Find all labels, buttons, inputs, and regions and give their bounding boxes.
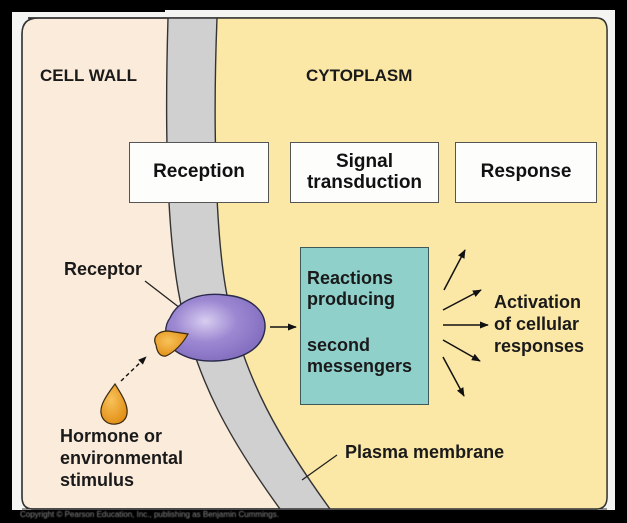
- activation-text-3: responses: [494, 336, 585, 356]
- signal-transduction-label-2: transduction: [306, 171, 423, 193]
- free-hormone: [100, 382, 128, 425]
- reception-label: Reception: [153, 161, 245, 183]
- second-messenger-box: [300, 247, 429, 405]
- cell-wall-title: CELL WALL: [40, 66, 137, 85]
- bound-hormone: [154, 330, 189, 357]
- activation-text-1: Activation: [494, 292, 582, 312]
- reactions-text-1: Reactions: [307, 268, 394, 288]
- reactions-text-4: messengers: [307, 356, 413, 376]
- response-arrow-1: [443, 249, 466, 291]
- plasma-membrane-label: Plasma membrane: [345, 442, 505, 462]
- receptor-protein: [164, 293, 266, 362]
- stage-box-reception: Reception: [129, 142, 269, 203]
- receptor-label: Receptor: [64, 259, 143, 279]
- response-label: Response: [480, 161, 572, 183]
- reactions-text-2: producing: [307, 289, 395, 309]
- hormone-text-3: stimulus: [60, 470, 135, 490]
- activation-text-2: of cellular: [494, 314, 580, 334]
- response-arrow-4: [442, 339, 481, 362]
- hormone-binding-arrow: [120, 356, 147, 382]
- signal-transduction-label-1: Signal: [335, 150, 393, 172]
- cytoplasm-title: CYTOPLASM: [306, 66, 413, 85]
- stage-box-response: Response: [455, 142, 597, 203]
- stage-box-signal-transduction: Signal transduction: [290, 142, 439, 203]
- response-arrow-5: [442, 356, 465, 397]
- hormone-text-1: Hormone or: [60, 426, 163, 446]
- reactions-text-3: second: [307, 335, 371, 355]
- response-arrow-2: [442, 289, 482, 311]
- plasma-membrane-callout-line: [301, 454, 338, 481]
- hormone-text-2: environmental: [60, 448, 184, 468]
- copyright-notice: Copyright © Pearson Education, Inc., pub…: [20, 510, 279, 519]
